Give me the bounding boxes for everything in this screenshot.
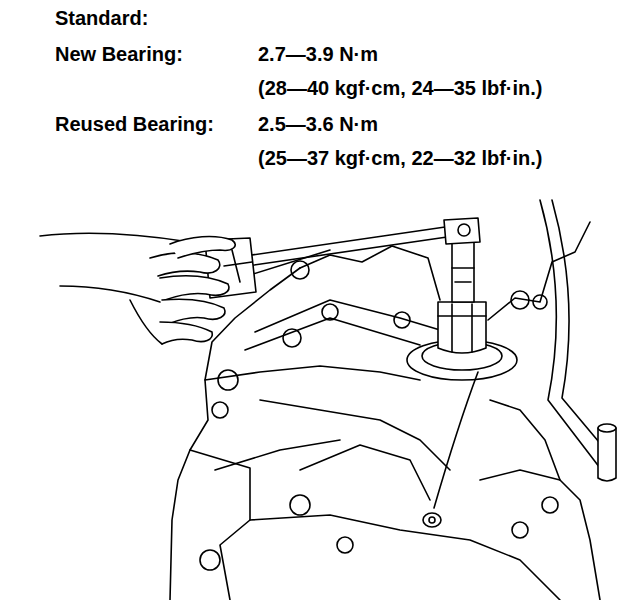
spec-label: Reused Bearing: — [55, 112, 214, 136]
bolt-boss — [394, 312, 410, 328]
heading-text: Standard: — [55, 6, 148, 30]
bolt-boss — [322, 304, 338, 320]
bolt-boss — [218, 370, 238, 390]
transmission-housing — [170, 200, 604, 600]
hand — [40, 233, 235, 344]
socket-body — [438, 302, 486, 353]
thumb — [170, 237, 235, 258]
bolt-boss — [337, 537, 353, 553]
bolt-boss — [212, 402, 228, 418]
dowel-pin — [598, 424, 616, 481]
torque-value: 2.7—3.9 N·m — [258, 42, 378, 66]
spec-label: New Bearing: — [55, 42, 183, 66]
housing-rib — [300, 445, 430, 500]
pin-body — [598, 428, 616, 481]
housing-lower-case — [480, 470, 600, 600]
side-cover — [540, 200, 600, 468]
bolt-boss — [542, 497, 558, 513]
housing-right-edge — [488, 222, 590, 320]
housing-lower-case — [190, 450, 250, 600]
bolt-boss — [283, 329, 301, 347]
wrench-head — [444, 218, 480, 244]
housing-rib — [215, 440, 340, 470]
wire — [434, 372, 478, 508]
pointer-rod — [250, 250, 330, 275]
bolt-bosses — [200, 261, 558, 570]
wrench-pivot — [458, 224, 470, 236]
socket-facets — [438, 304, 486, 352]
arm — [40, 233, 190, 242]
housing-rib — [260, 400, 450, 470]
side-cover — [552, 200, 604, 448]
shaft — [452, 240, 474, 302]
housing-lower-case — [490, 400, 560, 480]
torque-value-alt-units: (25—37 kgf·cm, 22—32 lbf·in.) — [258, 146, 543, 170]
bolt-boss — [533, 295, 547, 309]
dial-scale — [224, 250, 252, 282]
bolt-boss — [291, 261, 309, 279]
pin-top — [598, 424, 616, 432]
housing-rib — [255, 300, 440, 332]
palm — [130, 300, 162, 344]
shaft-step — [452, 268, 474, 282]
bolt-boss — [511, 291, 529, 309]
bearing-and-socket — [407, 240, 517, 380]
wire-harness — [423, 372, 478, 527]
bolt-boss — [200, 550, 220, 570]
finger — [162, 299, 225, 324]
torque-value: 2.5—3.6 N·m — [258, 112, 378, 136]
housing-lower-case — [250, 515, 560, 600]
finger — [160, 276, 229, 300]
arm — [60, 286, 160, 302]
bolt-boss — [512, 522, 528, 538]
torque-value-alt-units: (28—40 kgf·cm, 24—35 lbf·in.) — [258, 76, 543, 100]
finger — [160, 322, 212, 344]
torque-wrench — [205, 218, 480, 298]
wrench-beam — [245, 226, 454, 266]
ring-terminal — [423, 513, 441, 527]
ring-hole — [429, 517, 435, 523]
bolt-boss — [290, 495, 310, 515]
